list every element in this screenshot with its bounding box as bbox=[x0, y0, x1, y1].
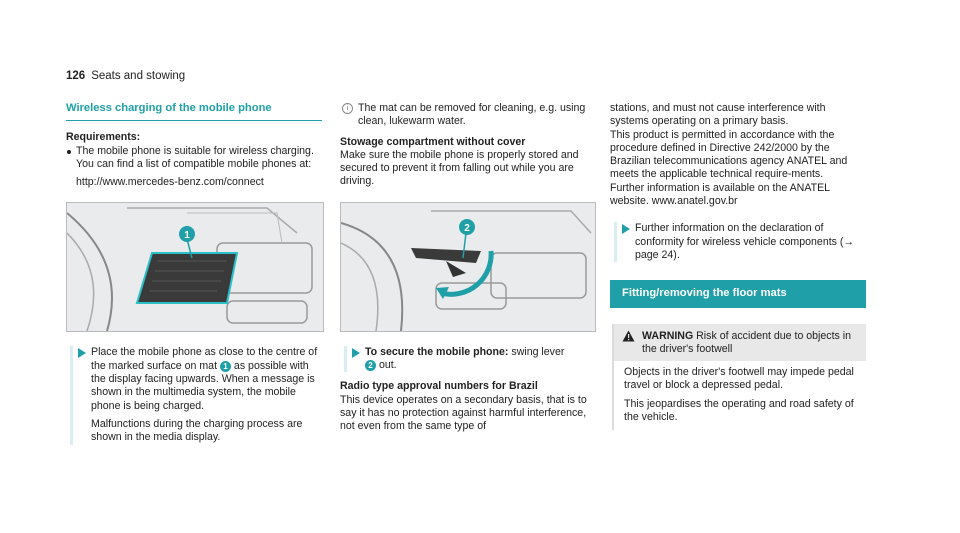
requirements-label: Requirements: bbox=[66, 131, 141, 144]
console-illustration: 1 bbox=[67, 203, 323, 332]
stowage-title: Stowage compartment without cover bbox=[340, 135, 526, 148]
wireless-charging-figure: 1 bbox=[66, 202, 324, 333]
svg-text:2: 2 bbox=[464, 223, 470, 234]
step-secure-phone: To secure the mobile phone: swing lever 2… bbox=[344, 345, 596, 373]
step-arrow-icon bbox=[78, 348, 86, 359]
figure-marker-1 bbox=[179, 226, 195, 243]
step-text: swing lever bbox=[511, 345, 565, 358]
cleaning-note: i The mat can be removed for cleaning, e… bbox=[340, 102, 596, 129]
warning-text-1: Objects in the driver's footwell may imp… bbox=[624, 366, 854, 392]
requirement-item: The mobile phone is suitable for wireles… bbox=[66, 145, 322, 172]
connect-url: http://www.mercedes-benz.com/connect bbox=[76, 176, 264, 189]
para-further-info: Further information is available on the … bbox=[610, 181, 830, 208]
stowage-text: Make sure the mobile phone is properly s… bbox=[340, 148, 579, 188]
warning-box: WARNING Risk of accident due to objects … bbox=[612, 323, 866, 431]
step-text-b: as possible with the display facing upwa… bbox=[91, 359, 315, 412]
step-declaration-text: Further information on the declaration o… bbox=[635, 222, 855, 261]
warning-text-2: This jeopardises the operating and road … bbox=[624, 397, 854, 424]
warning-triangle-icon bbox=[622, 330, 635, 342]
step-place-phone: Place the mobile phone as close to the c… bbox=[70, 346, 322, 445]
section-title: Wireless charging of the mobile phone bbox=[66, 102, 322, 122]
column-3: stations, and must not cause interferenc… bbox=[610, 102, 866, 431]
marker-1-icon: 1 bbox=[219, 360, 231, 372]
marker-2-icon: 2 bbox=[365, 360, 376, 372]
floor-mats-title: Fitting/removing the floor mats bbox=[610, 280, 866, 308]
para-permitted: This product is permitted in accordance … bbox=[610, 128, 848, 181]
para-stations: stations, and must not cause interferenc… bbox=[610, 102, 826, 128]
warning-label: WARNING bbox=[642, 329, 694, 342]
warning-header: WARNING Risk of accident due to objects … bbox=[614, 323, 866, 362]
step-malfunctions: Malfunctions during the charging process… bbox=[91, 417, 303, 444]
info-icon: i bbox=[342, 103, 353, 114]
step-end: out. bbox=[378, 359, 397, 372]
radio-text: This device operates on a secondary basi… bbox=[340, 393, 587, 433]
radio-title: Radio type approval numbers for Brazil bbox=[340, 380, 538, 393]
column-1: Wireless charging of the mobile phone Re… bbox=[66, 102, 324, 445]
warning-body: Objects in the driver's footwell may imp… bbox=[614, 361, 866, 430]
step-arrow-icon bbox=[622, 224, 630, 235]
step-text-a: Place the mobile phone as close to the c… bbox=[91, 346, 318, 372]
warning-heading: Risk of accident due to objects in the d… bbox=[642, 329, 852, 355]
page-header: 126 Seats and stowing bbox=[66, 70, 185, 83]
svg-text:1: 1 bbox=[184, 230, 190, 241]
step-arrow-icon bbox=[352, 347, 360, 358]
stowage-figure: 2 bbox=[340, 201, 596, 332]
lever-illustration: 2 bbox=[341, 202, 595, 331]
page-number: 126 bbox=[66, 70, 86, 82]
step-declaration: Further information on the declaration o… bbox=[614, 222, 866, 263]
note-text: The mat can be removed for cleaning, e.g… bbox=[358, 102, 586, 128]
figure-marker-2 bbox=[459, 218, 475, 235]
column-2: i The mat can be removed for cleaning, e… bbox=[340, 102, 596, 434]
step-label: To secure the mobile phone: bbox=[365, 345, 509, 358]
section-name: Seats and stowing bbox=[91, 70, 186, 82]
